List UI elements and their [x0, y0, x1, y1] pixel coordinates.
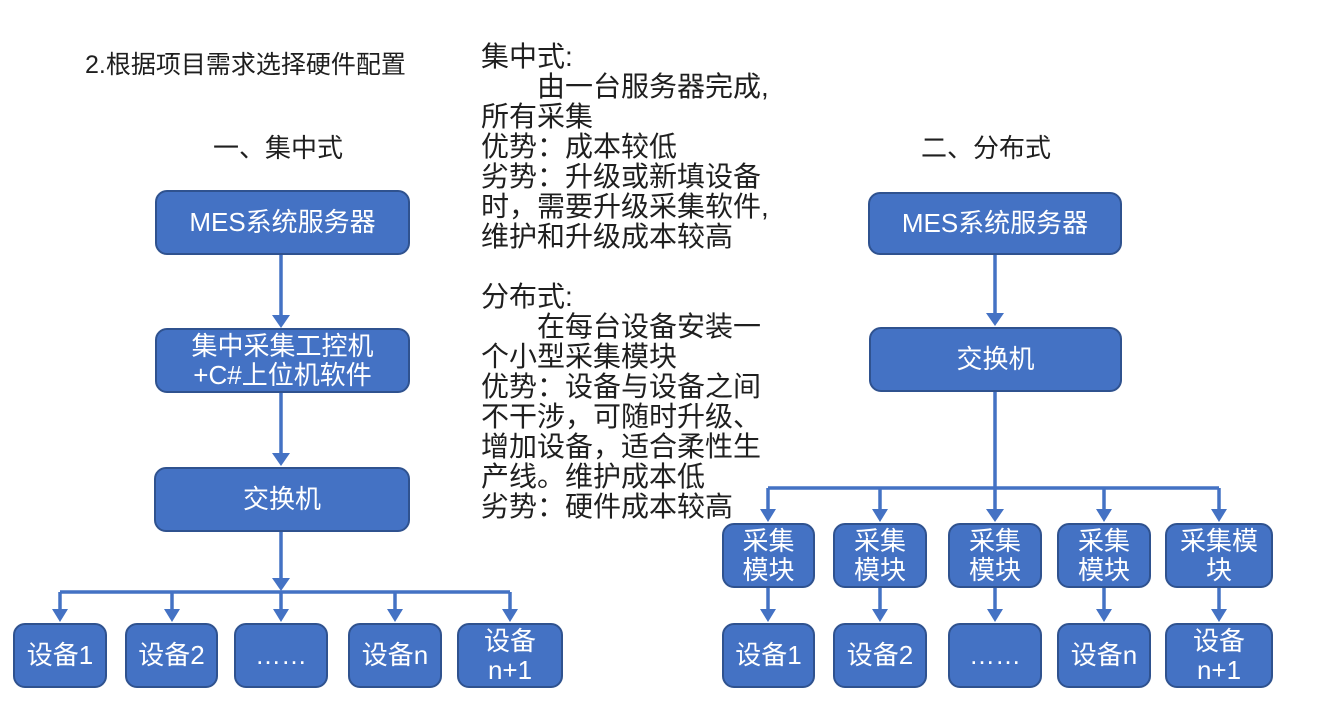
notes-distributed-line: 劣势：硬件成本较高 — [481, 491, 734, 522]
notes-centralized-line: 维护和升级成本较高 — [481, 221, 734, 252]
notes-spacer — [481, 252, 769, 282]
node-collection-ipc-line2: +C#上位机软件 — [193, 359, 372, 390]
node-device-2-distributed: 设备2 — [833, 623, 927, 688]
node-device-1-centralized: 设备1 — [13, 623, 107, 688]
notes-centralized-line: 优势：成本较低 — [481, 131, 678, 162]
node-collect-module-1: 采集 模块 — [722, 523, 815, 588]
node-collect-module-line2: 模块 — [1077, 554, 1130, 585]
notes-distributed-line: 不干涉，可随时升级、 — [481, 401, 762, 432]
node-collect-module-line1: 采集模 — [1179, 525, 1258, 556]
notes-distributed-line: 分布式: — [481, 281, 573, 312]
node-collect-module-line1: 采集 — [742, 525, 795, 556]
node-device-n-centralized: 设备n — [348, 623, 442, 688]
notes-centralized-line: 集中式: — [481, 41, 573, 72]
node-mes-server-distributed: MES系统服务器 — [868, 192, 1122, 255]
node-collect-module-3: 采集 模块 — [948, 523, 1042, 588]
node-collect-module-line2: 块 — [1205, 554, 1232, 585]
notes-distributed-line: 产线。维护成本低 — [481, 461, 706, 492]
node-collect-module-line2: 模块 — [742, 554, 795, 585]
node-device-n1-line1: 设备 — [1192, 625, 1245, 656]
node-collection-ipc: 集中采集工控机 +C#上位机软件 — [155, 328, 410, 393]
heading-centralized: 一、集中式 — [213, 133, 344, 163]
notes-distributed-line: 优势：设备与设备之间 — [481, 371, 762, 402]
node-device-n1-line1: 设备 — [483, 625, 536, 656]
node-device-ellipsis-centralized: …… — [234, 623, 328, 688]
notes-distributed-line: 个小型采集模块 — [481, 341, 678, 372]
node-device-2-centralized: 设备2 — [125, 623, 218, 688]
node-device-n1-distributed: 设备 n+1 — [1165, 623, 1273, 688]
node-collect-module-line2: 模块 — [853, 554, 906, 585]
page-title: 2.根据项目需求选择硬件配置 — [85, 51, 406, 79]
notes-block: 集中式: 由一台服务器完成, 所有采集 优势：成本较低 劣势：升级或新填设备 时… — [481, 42, 769, 522]
node-device-n1-line2: n+1 — [1196, 654, 1242, 685]
node-collect-module-line2: 模块 — [968, 554, 1021, 585]
node-device-n1-line2: n+1 — [487, 654, 533, 685]
node-device-n-distributed: 设备n — [1057, 623, 1151, 688]
heading-distributed: 二、分布式 — [921, 133, 1052, 163]
notes-distributed-line: 在每台设备安装一 — [481, 311, 762, 342]
node-device-1-distributed: 设备1 — [722, 623, 815, 688]
notes-centralized-line: 由一台服务器完成, — [481, 71, 769, 102]
node-device-ellipsis-distributed: …… — [948, 623, 1042, 688]
node-collect-module-5: 采集模 块 — [1165, 523, 1273, 588]
notes-distributed-line: 增加设备，适合柔性生 — [481, 431, 762, 462]
node-device-n1-centralized: 设备 n+1 — [457, 623, 563, 688]
node-collect-module-line1: 采集 — [968, 525, 1021, 556]
node-mes-server-centralized: MES系统服务器 — [155, 190, 410, 255]
node-switch-distributed: 交换机 — [869, 327, 1122, 392]
node-collection-ipc-line1: 集中采集工控机 — [191, 330, 374, 361]
node-switch-centralized: 交换机 — [154, 467, 410, 532]
notes-centralized-line: 所有采集 — [481, 101, 594, 132]
node-collect-module-4: 采集 模块 — [1057, 523, 1151, 588]
node-collect-module-line1: 采集 — [1077, 525, 1130, 556]
notes-centralized-line: 劣势：升级或新填设备 — [481, 161, 762, 192]
node-collect-module-line1: 采集 — [853, 525, 906, 556]
notes-centralized-line: 时，需要升级采集软件, — [481, 191, 769, 222]
node-collect-module-2: 采集 模块 — [833, 523, 927, 588]
